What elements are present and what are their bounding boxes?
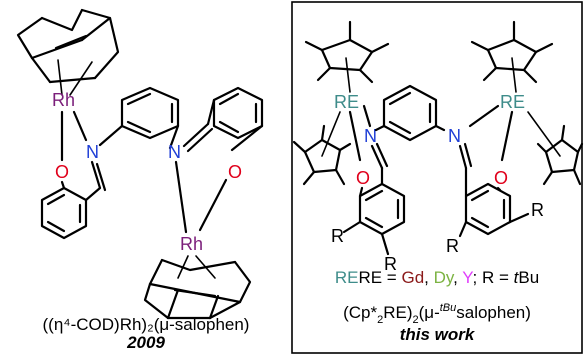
- left-caption-year: 2009: [126, 333, 165, 352]
- legend-sep1: ,: [424, 268, 433, 287]
- cod-ligand-top: [16, 8, 120, 96]
- phenoxide-ring-re-left: [342, 142, 406, 256]
- left-structure: Rh O N N: [16, 8, 264, 320]
- re-atom-right: RE: [500, 92, 525, 112]
- r-label-3: R: [531, 200, 544, 220]
- rh-atom-bottom: Rh: [180, 234, 203, 254]
- left-caption-formula: ((η⁴-COD)Rh)₂(μ-salophen): [43, 315, 250, 334]
- cp-star-top-left: [304, 20, 390, 93]
- phenylene-ring-right: [374, 84, 446, 142]
- o-atom-re-right: O: [494, 168, 508, 188]
- legend-tbu-bu: Bu: [518, 268, 539, 287]
- o-atom-left: O: [55, 162, 69, 182]
- cod-ligand-bottom: [143, 255, 252, 320]
- r-label-4: R: [446, 236, 459, 256]
- legend-prefix: RE =: [358, 268, 401, 287]
- formula-part-c: RE): [383, 303, 412, 322]
- formula-sub-2b: 2: [412, 314, 418, 326]
- n-atom-right: N: [168, 142, 181, 162]
- formula-part-e: (μ-: [419, 303, 440, 322]
- r-label-1: R: [331, 226, 344, 246]
- re-atom-left: RE: [334, 92, 359, 112]
- n-atom-re-left: N: [364, 126, 377, 146]
- formula-sup-tbu: tBu: [440, 302, 457, 314]
- legend-suffix: ; R =: [473, 268, 514, 287]
- legend-dy: Dy: [434, 268, 455, 287]
- legend-sep2: ,: [453, 268, 462, 287]
- right-caption-formula: (Cp*2RE)2(μ-tBusalophen): [343, 302, 531, 326]
- o-atom-right: O: [228, 162, 242, 182]
- element-legend: RERE = Gd, Dy, Y; R = tBu: [335, 268, 539, 287]
- rh-atom-top: Rh: [52, 90, 75, 110]
- legend-y: Y: [462, 268, 473, 287]
- phenoxide-ring-left: [40, 160, 107, 240]
- right-caption-this-work: this work: [400, 325, 476, 344]
- legend-re: RE: [335, 268, 359, 287]
- formula-sub-2a: 2: [377, 314, 383, 326]
- cp-star-top-right: [470, 20, 554, 93]
- cp-star-bottom-left: [292, 111, 352, 186]
- r-label-2: R: [384, 254, 397, 274]
- phenylene-ring-left: [98, 86, 180, 150]
- n-atom-left: N: [86, 142, 99, 162]
- legend-tbu-t: t: [514, 268, 520, 287]
- phenoxide-ring-right: [182, 86, 264, 153]
- phenoxide-ring-re-right: [458, 142, 530, 238]
- o-atom-re-left: O: [356, 168, 370, 188]
- right-structure: RE N O: [292, 20, 584, 274]
- cp-star-bottom-right: [527, 111, 584, 186]
- legend-gd: Gd: [401, 268, 424, 287]
- right-panel-frame: [291, 1, 583, 354]
- formula-part-g: salophen): [456, 303, 531, 322]
- n-atom-re-right: N: [448, 126, 461, 146]
- formula-part-a: (Cp*: [343, 303, 377, 322]
